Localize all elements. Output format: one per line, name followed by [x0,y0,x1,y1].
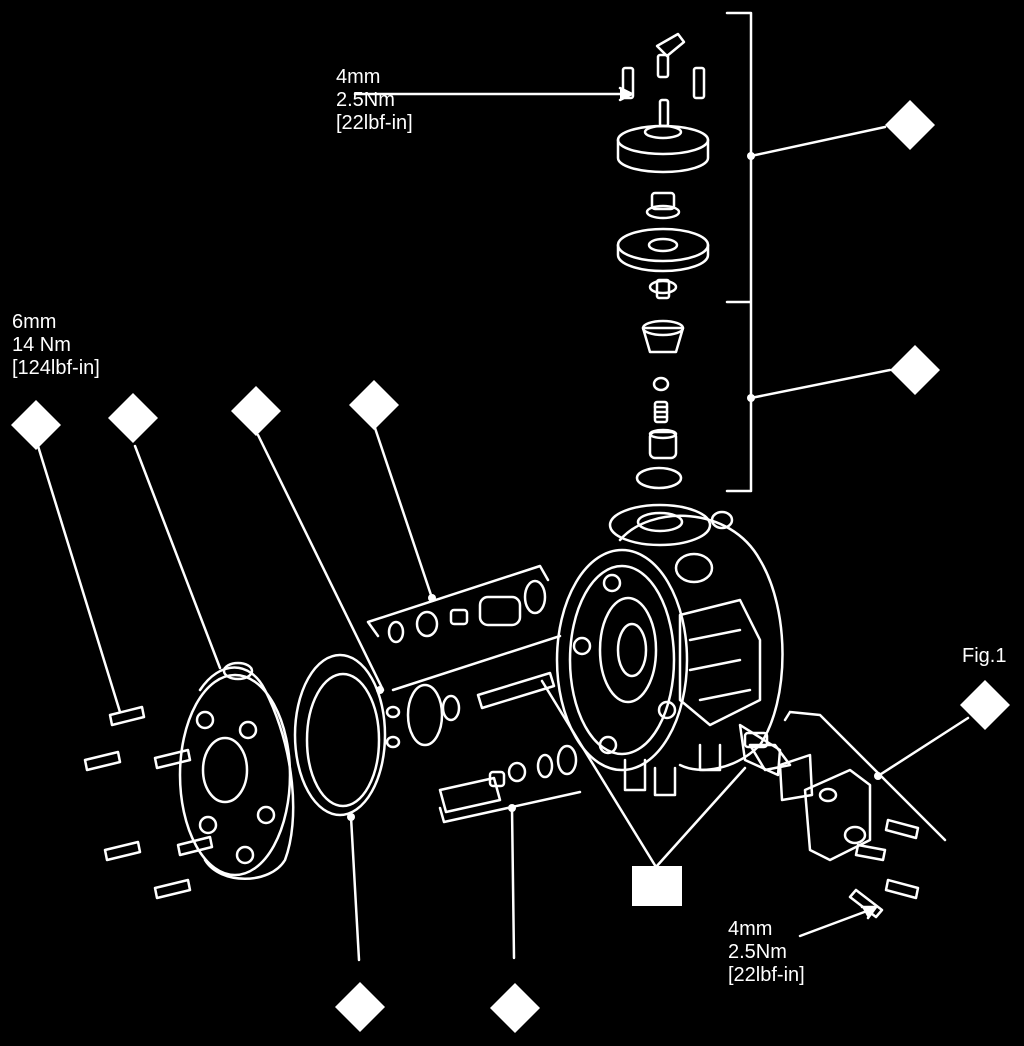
leader-line [256,433,385,692]
top-cap-assembly [616,32,710,174]
pilot-lower-parts [438,744,582,824]
leader-dot [376,686,384,694]
torque-size: 4mm [336,66,381,88]
leader-line [749,368,892,400]
diaphragm-top-parts [616,191,710,300]
torque-label-left: 6mm 14 Nm [124lbf-in] [12,311,100,380]
leader-line [133,444,222,670]
leader-line [876,716,970,778]
torque-value: 14 Nm [12,334,71,356]
air-cover [178,661,295,880]
diaphragm [293,653,387,817]
leader-line [510,806,516,960]
assembly-bracket [725,11,753,493]
shaft-parts [385,671,556,749]
figure-label: Fig.1 [962,645,1007,667]
leader-dot [874,772,882,780]
leader-dot [508,804,516,812]
leader-line [349,815,361,962]
leader-line [540,679,747,869]
torque-value: 2.5Nm [728,941,787,963]
callout-diamond [490,983,540,1033]
callout-diamond [960,680,1010,730]
torque-value: 2.5Nm [336,89,395,111]
callout-diamond [231,386,281,436]
leader-line [36,444,122,714]
torque-size: 6mm [12,311,57,333]
torque-imperial: [124lbf-in] [12,357,100,379]
pump-body [555,503,784,797]
leader-dot [347,813,355,821]
callout-diamond [349,380,399,430]
torque-imperial: [22lbf-in] [336,112,413,134]
torque-label-bottom: 4mm 2.5Nm [22lbf-in] [728,918,805,987]
leader-line [749,125,887,158]
callout-diamond [11,400,61,450]
arrow-head [860,905,878,920]
leader-line [798,906,877,938]
callout-diamond [108,393,158,443]
torque-size: 4mm [728,918,773,940]
pilot-upper-parts [366,564,562,692]
cover-bolts [83,705,214,900]
torque-imperial: [22lbf-in] [728,964,805,986]
callout-square [632,866,682,906]
callout-diamond [335,982,385,1032]
arrow-head [618,86,634,102]
leader-dot [428,594,436,602]
callout-diamond [890,345,940,395]
valve-stack [635,319,685,490]
callout-diamond [885,100,935,150]
pilot-valve-group [743,710,947,919]
leader-line [373,426,434,600]
torque-label-top: 4mm 2.5Nm [22lbf-in] [336,66,413,135]
